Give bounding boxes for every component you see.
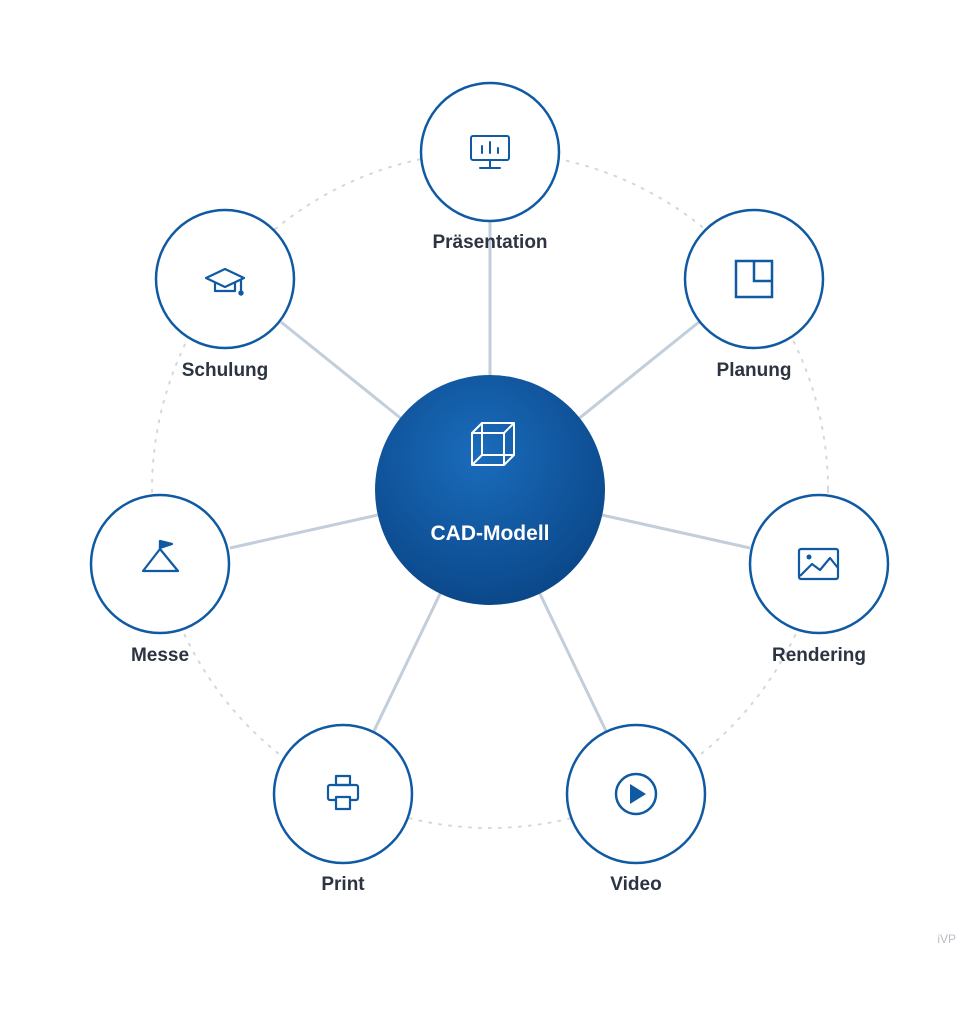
center-label: CAD-Modell xyxy=(430,522,550,545)
node-planung xyxy=(683,208,825,350)
label-schulung: Schulung xyxy=(181,360,269,381)
label-video: Video xyxy=(610,874,662,895)
label-print: Print xyxy=(321,874,365,895)
node-print xyxy=(272,723,414,865)
label-praesentation: Präsentation xyxy=(432,232,548,253)
watermark: iVP xyxy=(937,932,956,946)
graduation-cap-icon xyxy=(204,267,246,296)
node-video xyxy=(565,723,707,865)
trade-fair-flag-icon xyxy=(141,539,180,573)
node-messe xyxy=(89,493,231,635)
play-icon xyxy=(614,772,658,816)
cube-wireframe-icon xyxy=(471,422,515,466)
node-praesentation xyxy=(419,81,561,223)
label-planung: Planung xyxy=(716,360,792,381)
label-messe: Messe xyxy=(130,645,190,666)
label-rendering: Rendering xyxy=(772,645,866,666)
presentation-monitor-icon xyxy=(470,135,510,169)
node-rendering xyxy=(748,493,890,635)
floor-plan-icon xyxy=(734,259,774,299)
center-node xyxy=(375,375,605,605)
image-icon xyxy=(797,547,840,581)
node-schulung xyxy=(154,208,296,350)
printer-icon xyxy=(326,774,360,811)
